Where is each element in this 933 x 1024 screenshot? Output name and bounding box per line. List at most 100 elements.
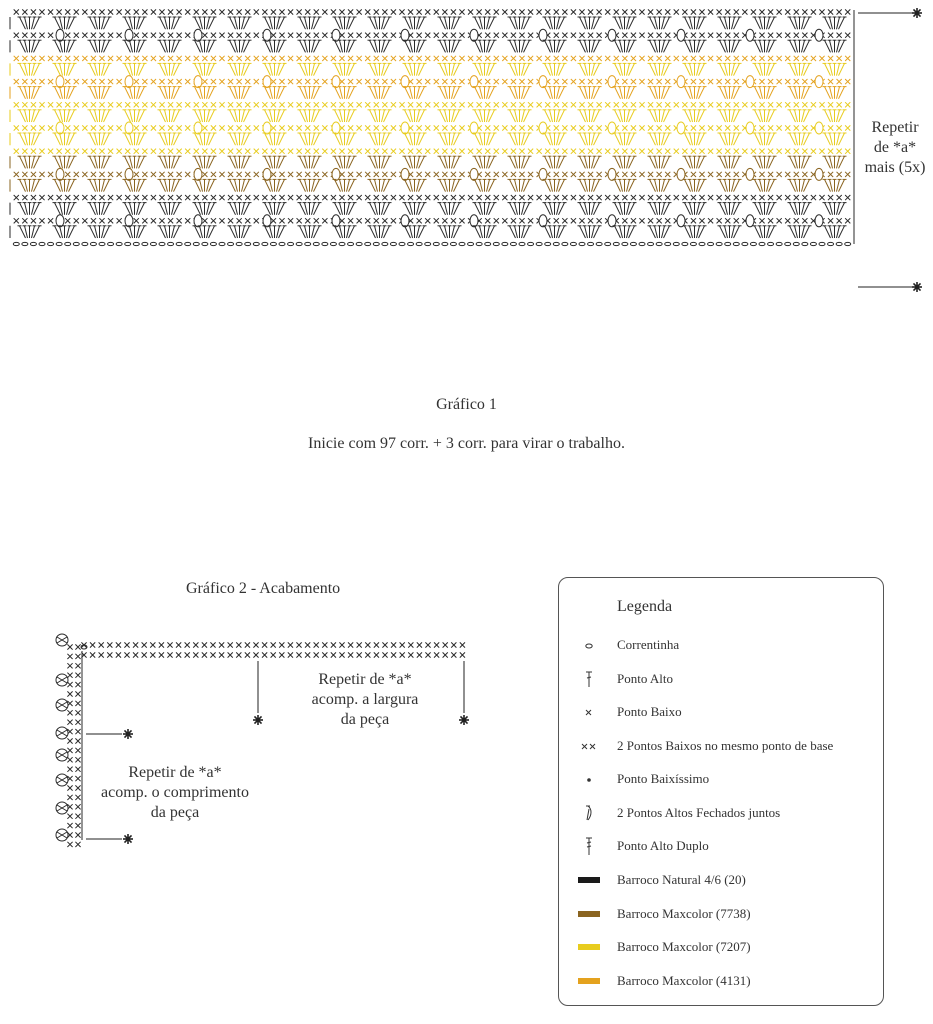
double-crochet-mark	[719, 16, 726, 30]
single-crochet-mark	[313, 642, 320, 648]
single-crochet-mark	[21, 171, 28, 178]
single-crochet-mark	[399, 148, 405, 155]
single-crochet-mark	[399, 101, 405, 108]
double-crochet-mark	[206, 16, 210, 30]
single-crochet-mark	[450, 171, 457, 178]
single-crochet-mark	[356, 101, 363, 108]
cluster-oval	[193, 28, 203, 42]
single-crochet-mark	[724, 78, 731, 85]
single-crochet-mark	[690, 9, 697, 15]
chart1-row	[9, 16, 847, 30]
double-crochet-mark	[234, 202, 238, 215]
double-crochet-mark	[68, 63, 75, 76]
single-crochet-mark	[106, 642, 113, 648]
single-crochet-mark	[493, 78, 500, 85]
single-crochet-mark	[210, 652, 216, 658]
double-crochet-mark	[488, 225, 495, 239]
double-crochet-mark	[731, 225, 735, 239]
single-crochet-mark	[793, 125, 800, 131]
single-crochet-mark	[724, 171, 731, 178]
single-crochet-mark	[484, 171, 491, 178]
double-crochet-mark	[521, 109, 525, 123]
double-crochet-mark	[264, 155, 271, 169]
double-crochet-mark	[591, 86, 595, 99]
double-crochet-mark	[509, 63, 516, 76]
chain-mark	[89, 241, 97, 247]
chain-mark	[81, 241, 89, 247]
double-crochet-mark	[719, 202, 726, 216]
single-crochet-mark	[484, 125, 491, 131]
single-crochet-mark	[759, 171, 765, 178]
double-crochet-mark	[733, 16, 740, 30]
double-crochet-mark	[278, 63, 285, 76]
double-crochet-mark	[404, 202, 411, 216]
single-crochet-mark	[236, 32, 243, 39]
single-crochet-mark	[425, 652, 431, 658]
single-crochet-mark	[630, 55, 637, 62]
single-crochet-mark	[621, 171, 628, 178]
single-crochet-mark	[399, 652, 406, 658]
single-crochet-mark	[519, 9, 525, 15]
chain-mark	[218, 241, 226, 247]
double-crochet-mark	[829, 132, 833, 146]
double-crochet-mark	[626, 63, 630, 76]
double-crochet-mark	[689, 109, 693, 123]
cluster-oval	[676, 28, 686, 42]
single-crochet-mark	[776, 101, 783, 108]
double-crochet-mark	[229, 202, 236, 216]
single-crochet-mark	[844, 78, 851, 85]
single-crochet-mark	[184, 194, 191, 201]
single-crochet-mark	[467, 9, 474, 15]
double-crochet-mark	[138, 202, 145, 216]
double-crochet-mark	[486, 225, 490, 239]
double-crochet-mark	[206, 132, 210, 146]
double-crochet-mark	[264, 109, 271, 123]
double-crochet-mark	[474, 86, 481, 100]
double-crochet-mark	[24, 16, 28, 30]
double-crochet-mark	[383, 179, 390, 192]
double-crochet-mark	[348, 39, 355, 53]
single-crochet-mark	[647, 9, 654, 15]
single-crochet-mark	[279, 171, 285, 178]
single-crochet-mark	[81, 148, 88, 155]
double-crochet-mark	[159, 16, 166, 30]
cluster-oval	[745, 121, 755, 135]
double-crochet-mark	[313, 109, 320, 123]
double-crochet-mark	[194, 132, 201, 146]
single-crochet-mark	[570, 125, 577, 131]
single-crochet-mark	[364, 9, 371, 15]
single-crochet-mark	[13, 148, 20, 155]
single-crochet-mark	[399, 642, 406, 648]
double-crochet-mark	[19, 132, 26, 146]
single-crochet-mark	[39, 101, 45, 108]
double-crochet-mark	[663, 155, 670, 169]
single-crochet-mark	[21, 148, 28, 155]
single-crochet-mark	[321, 55, 328, 62]
double-crochet-mark	[684, 86, 691, 100]
double-crochet-mark	[346, 16, 350, 30]
double-crochet-mark	[346, 109, 350, 123]
double-crochet-mark	[159, 225, 166, 239]
double-crochet-mark	[54, 225, 61, 239]
single-crochet-mark	[356, 32, 363, 39]
double-crochet-mark	[33, 109, 40, 123]
cluster-oval	[745, 75, 755, 89]
double-crochet-mark	[514, 86, 518, 99]
single-crochet-mark	[656, 32, 663, 39]
double-crochet-mark	[418, 86, 425, 100]
double-crochet-mark	[619, 109, 623, 123]
single-crochet-mark	[570, 78, 577, 85]
double-crochet-mark	[619, 132, 623, 146]
single-crochet-mark	[244, 32, 251, 39]
single-crochet-mark	[467, 148, 474, 155]
single-crochet-mark	[330, 194, 337, 201]
double-crochet-mark	[544, 132, 551, 146]
single-crochet-mark	[287, 101, 294, 108]
double-crochet-mark	[159, 39, 166, 53]
single-crochet-mark	[476, 194, 483, 201]
chain-mark	[381, 241, 389, 247]
chain-mark	[55, 241, 63, 247]
double-crochet-mark	[381, 40, 385, 53]
single-crochet-mark	[67, 719, 73, 726]
single-crochet-mark	[219, 32, 225, 39]
